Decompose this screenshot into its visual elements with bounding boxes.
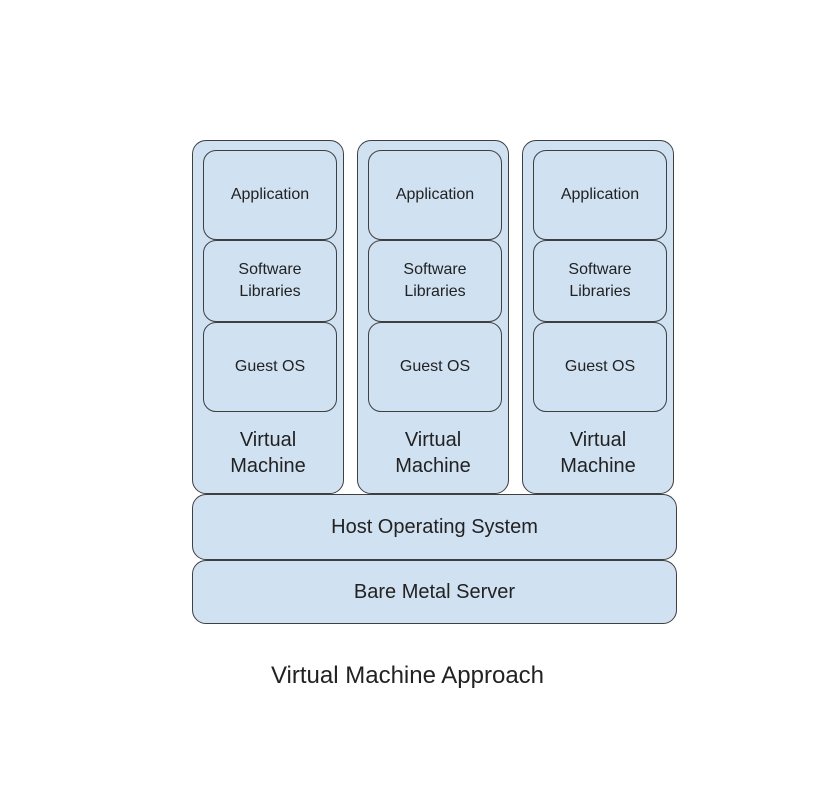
diagram-caption: Virtual Machine Approach xyxy=(270,662,545,689)
bare-metal-server-layer: Bare Metal Server xyxy=(192,560,677,624)
virtual-machine-1: Application Software Libraries Guest OS … xyxy=(192,140,344,494)
software-libraries-layer: Software Libraries xyxy=(533,240,667,322)
application-layer: Application xyxy=(533,150,667,240)
virtual-machine-3: Application Software Libraries Guest OS … xyxy=(522,140,674,494)
software-libraries-layer: Software Libraries xyxy=(368,240,502,322)
guest-os-layer: Guest OS xyxy=(368,322,502,412)
virtual-machine-label: Virtual Machine xyxy=(230,429,306,477)
virtual-machine-label: Virtual Machine xyxy=(560,429,636,477)
software-libraries-layer: Software Libraries xyxy=(203,240,337,322)
guest-os-layer: Guest OS xyxy=(203,322,337,412)
virtual-machine-2: Application Software Libraries Guest OS … xyxy=(357,140,509,494)
application-layer: Application xyxy=(368,150,502,240)
guest-os-layer: Guest OS xyxy=(533,322,667,412)
host-operating-system-layer: Host Operating System xyxy=(192,494,677,560)
application-layer: Application xyxy=(203,150,337,240)
virtual-machine-label: Virtual Machine xyxy=(395,429,471,477)
